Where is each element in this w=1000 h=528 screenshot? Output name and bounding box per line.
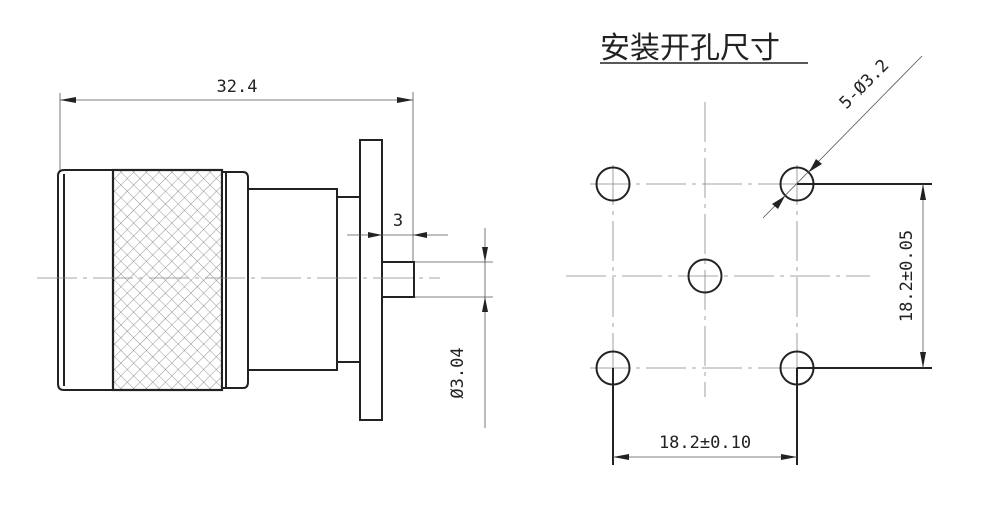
mounting-hole — [687, 258, 723, 294]
mounting-title: 安装开孔尺寸 — [600, 31, 780, 66]
connector-side-view: 32.4 3 Ø3.04 — [37, 77, 493, 428]
arrow — [413, 232, 427, 238]
connector-body — [247, 188, 338, 371]
arrow — [920, 352, 926, 368]
arrow — [368, 232, 382, 238]
hole-spec-label: 5-Ø3.2 — [836, 56, 894, 114]
mounting-flange — [359, 139, 383, 421]
arrow — [482, 247, 488, 262]
vertical-spacing-label: 18.2±0.05 — [897, 230, 917, 322]
coupling-nut — [57, 169, 114, 391]
leader-line — [762, 55, 923, 219]
arrow — [613, 454, 629, 460]
dimension-tip-label: 3 — [393, 211, 403, 231]
arrow — [920, 184, 926, 200]
nut-ring — [221, 171, 249, 389]
body-step — [336, 196, 361, 363]
arrow — [397, 97, 413, 103]
knurled-grip — [111, 168, 224, 392]
horizontal-spacing-label: 18.2±0.10 — [659, 433, 751, 453]
arrow — [772, 196, 785, 209]
arrow — [809, 159, 822, 172]
center-pin — [381, 261, 415, 298]
arrow — [781, 454, 797, 460]
mounting-hole-pattern: 安装开孔尺寸 5-Ø3.2 18.2±0.05 18.2±0.10 — [566, 31, 932, 465]
dimension-diameter-label: Ø3.04 — [448, 347, 468, 398]
arrow — [482, 297, 488, 312]
dimension-length-label: 32.4 — [217, 77, 258, 97]
mounting-hole — [595, 166, 631, 202]
arrow — [60, 97, 76, 103]
